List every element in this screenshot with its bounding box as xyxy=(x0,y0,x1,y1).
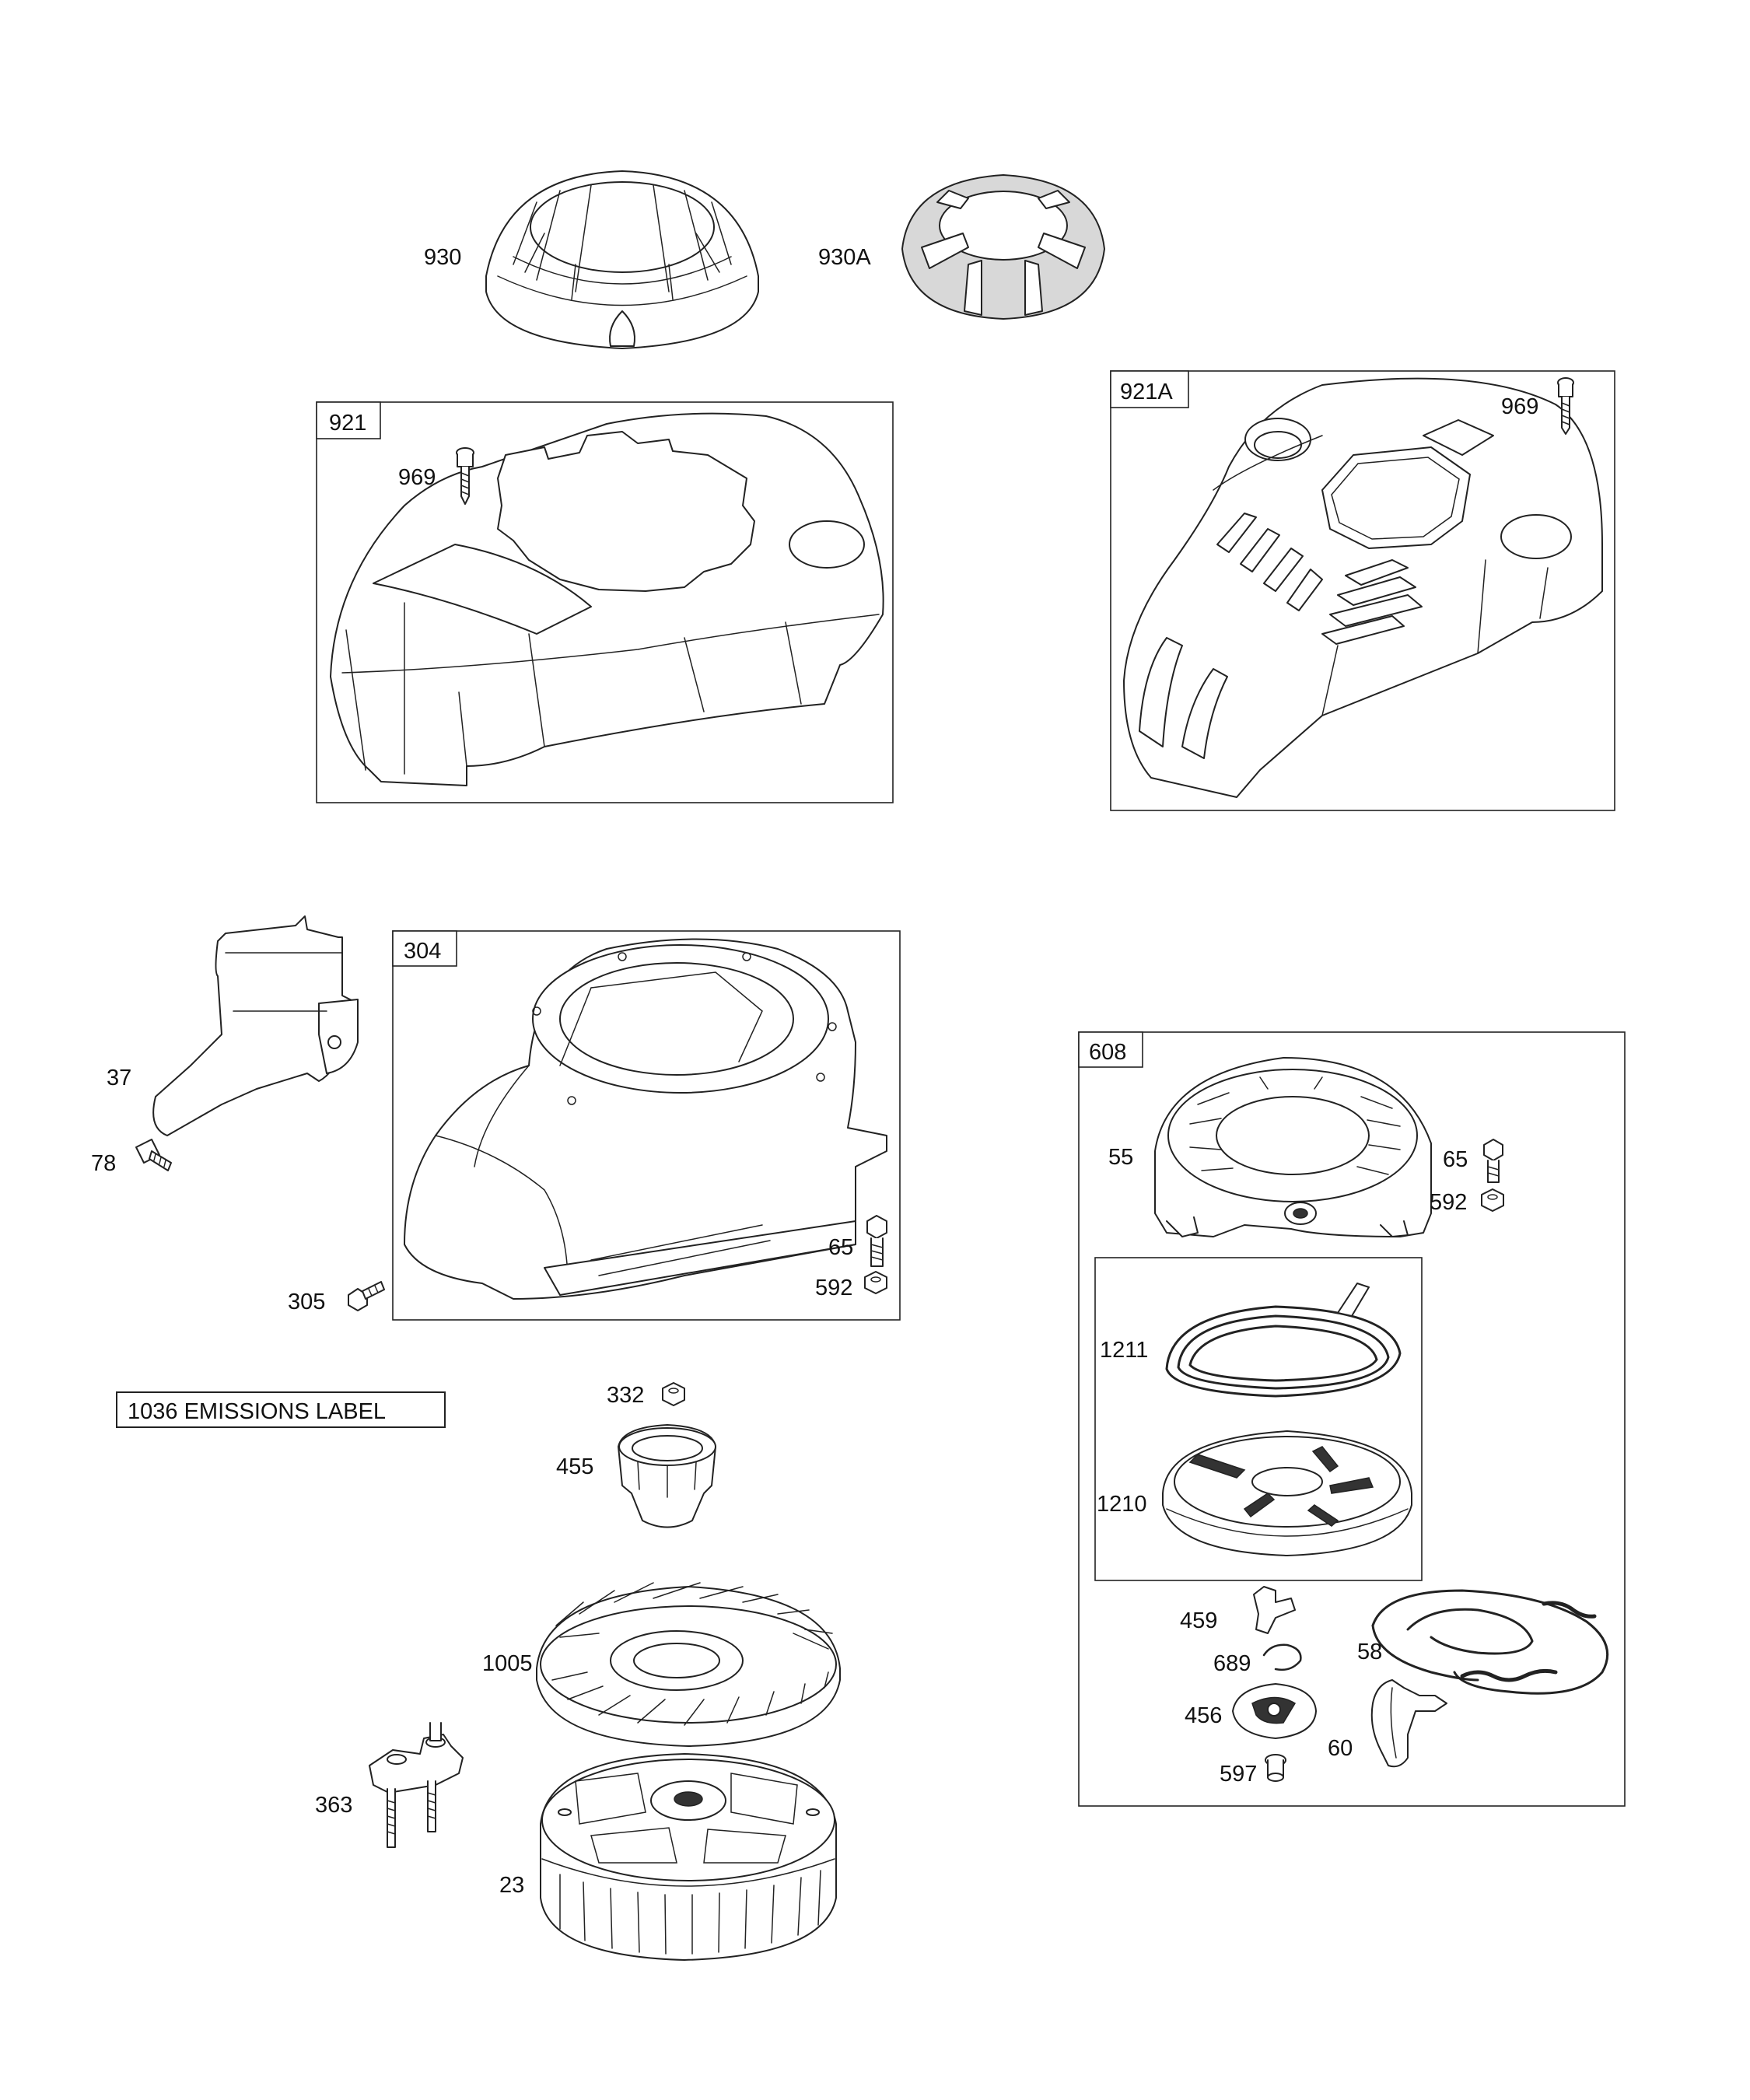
label-1005: 1005 xyxy=(482,1651,533,1676)
label-930: 930 xyxy=(424,245,461,270)
label-1210: 1210 xyxy=(1097,1492,1147,1517)
ignition-armature-363-icon[interactable] xyxy=(369,1722,464,1848)
label-1211: 1211 xyxy=(1100,1338,1148,1363)
screw-969-b-icon[interactable] xyxy=(1557,377,1574,435)
label-921: 921 xyxy=(329,411,366,436)
flywheel-23-icon[interactable] xyxy=(540,1753,837,1961)
label-55: 55 xyxy=(1108,1145,1133,1170)
label-969-a: 969 xyxy=(398,465,436,490)
label-456: 456 xyxy=(1185,1703,1222,1728)
kit-tag-921a xyxy=(1110,370,1189,408)
label-969-b: 969 xyxy=(1501,394,1538,419)
label-60: 60 xyxy=(1328,1736,1353,1761)
kit-frame-304 xyxy=(392,930,901,1321)
kit-tag-921 xyxy=(316,401,381,439)
dog-retainer-456-icon[interactable] xyxy=(1232,1683,1317,1739)
starter-handle-60-icon[interactable] xyxy=(1370,1679,1447,1768)
kit-tag-304 xyxy=(392,930,457,967)
emissions-label-box xyxy=(116,1391,446,1428)
label-37: 37 xyxy=(107,1066,131,1090)
label-597: 597 xyxy=(1220,1762,1257,1787)
screw-305-icon[interactable] xyxy=(348,1281,385,1311)
starter-housing-55-icon[interactable] xyxy=(1154,1057,1432,1237)
kit-frame-921 xyxy=(316,401,894,803)
starter-rope-58-icon[interactable] xyxy=(1371,1589,1609,1695)
label-332: 332 xyxy=(607,1383,644,1408)
screw-969-a-icon[interactable] xyxy=(456,447,474,505)
nut-592-a-icon[interactable] xyxy=(864,1271,887,1294)
starter-pulley-1210-icon[interactable] xyxy=(1162,1430,1412,1556)
air-guide-37-icon[interactable] xyxy=(152,915,359,1136)
rotating-screen-930a-icon[interactable] xyxy=(901,173,1106,320)
label-459: 459 xyxy=(1180,1608,1217,1633)
starter-cup-455-icon[interactable] xyxy=(618,1424,716,1528)
kit-tag-608 xyxy=(1078,1031,1143,1068)
kit-frame-spring-pulley xyxy=(1094,1257,1423,1581)
nut-332-icon[interactable] xyxy=(662,1382,685,1406)
label-608: 608 xyxy=(1089,1040,1126,1065)
screw-78-icon[interactable] xyxy=(135,1139,172,1171)
label-930a: 930A xyxy=(818,245,871,270)
kit-frame-921a xyxy=(1110,370,1615,811)
nut-592-b-icon[interactable] xyxy=(1481,1188,1504,1212)
retainer-689-icon[interactable] xyxy=(1262,1643,1302,1671)
screw-597-icon[interactable] xyxy=(1265,1754,1286,1782)
rotating-screen-930-icon[interactable] xyxy=(485,170,759,349)
starter-dog-459-icon[interactable] xyxy=(1253,1586,1296,1634)
label-65-a: 65 xyxy=(828,1235,853,1260)
label-65-b: 65 xyxy=(1443,1147,1468,1172)
label-592-b: 592 xyxy=(1430,1190,1467,1215)
label-78: 78 xyxy=(91,1151,116,1176)
kit-frame-608 xyxy=(1078,1031,1626,1807)
label-23: 23 xyxy=(499,1873,524,1898)
label-592-a: 592 xyxy=(815,1276,852,1300)
blower-housing-304-icon[interactable] xyxy=(404,938,887,1300)
blower-housing-921-icon[interactable] xyxy=(330,412,884,786)
label-58: 58 xyxy=(1357,1640,1382,1664)
label-455: 455 xyxy=(556,1454,593,1479)
bolt-65-b-icon[interactable] xyxy=(1483,1139,1503,1183)
label-305: 305 xyxy=(288,1290,325,1314)
blower-housing-921a-icon[interactable] xyxy=(1123,377,1603,798)
flywheel-fan-1005-icon[interactable] xyxy=(536,1582,841,1747)
label-921a: 921A xyxy=(1120,380,1173,404)
label-363: 363 xyxy=(315,1793,352,1818)
emissions-label-text: 1036 EMISSIONS LABEL xyxy=(128,1399,386,1424)
rewind-spring-1211-icon[interactable] xyxy=(1165,1283,1402,1398)
bolt-65-a-icon[interactable] xyxy=(866,1215,887,1267)
label-689: 689 xyxy=(1213,1651,1251,1676)
label-304: 304 xyxy=(404,939,441,964)
